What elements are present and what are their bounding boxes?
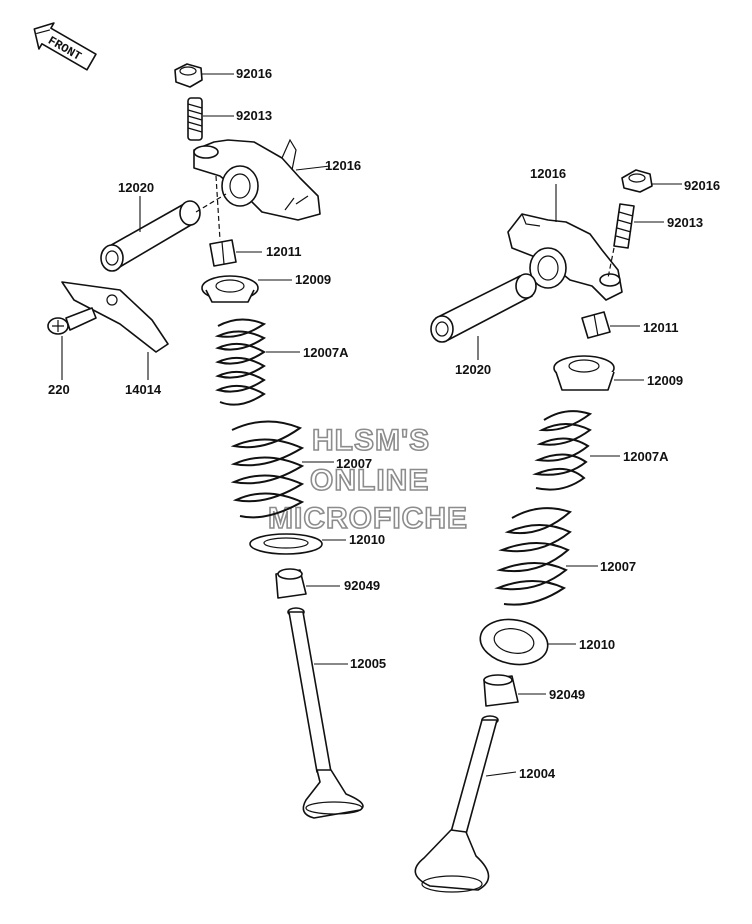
left-nut-92016 xyxy=(174,63,234,88)
right-retainer-12009 xyxy=(553,355,644,391)
right-rocker-shaft-12020 xyxy=(430,273,537,360)
right-spring-seat-12010 xyxy=(479,618,576,666)
left-adjust-screw-92013 xyxy=(187,97,234,141)
left-label-rocker-arm: 12016 xyxy=(325,158,361,173)
left-label-rocker-shaft: 12020 xyxy=(118,180,154,195)
front-arrow-icon: FRONT xyxy=(33,22,97,71)
left-cotter-12011 xyxy=(209,175,262,267)
right-stem-seal-92049 xyxy=(483,674,546,707)
left-rocker-shaft-12020 xyxy=(100,193,227,272)
left-outer-spring-12007 xyxy=(230,420,334,519)
left-label-nut: 92016 xyxy=(236,66,272,81)
left-label-outer-spring: 12007 xyxy=(336,456,372,471)
left-label-retainer: 12009 xyxy=(295,272,331,287)
right-label-cotter: 12011 xyxy=(643,320,678,335)
left-label-adjust-screw: 92013 xyxy=(236,108,272,123)
watermark-line-1: HLSM'S xyxy=(312,424,430,457)
left-label-cotter: 12011 xyxy=(266,244,301,259)
left-valve-12005 xyxy=(287,607,364,819)
left-label-plate: 14014 xyxy=(125,382,162,397)
left-retainer-12009 xyxy=(201,275,292,303)
right-label-nut: 92016 xyxy=(684,178,720,193)
right-nut-92016 xyxy=(621,169,682,193)
right-adjust-screw-92013 xyxy=(607,203,664,279)
left-screw-220 xyxy=(47,307,97,380)
left-label-valve: 12005 xyxy=(350,656,386,671)
left-label-spring-seat: 12010 xyxy=(349,532,385,547)
watermark-line-3: MICROFICHE xyxy=(268,502,468,535)
left-plate-14014 xyxy=(61,281,169,380)
watermark-line-2: ONLINE xyxy=(310,464,429,497)
left-label-inner-spring: 12007A xyxy=(303,345,349,360)
right-label-valve: 12004 xyxy=(519,766,556,781)
right-label-spring-seat: 12010 xyxy=(579,637,615,652)
left-label-stem-seal: 92049 xyxy=(344,578,380,593)
right-label-inner-spring: 12007A xyxy=(623,449,669,464)
right-label-adjust-screw: 92013 xyxy=(667,215,703,230)
right-label-rocker-shaft: 12020 xyxy=(455,362,491,377)
left-rocker-arm-12016 xyxy=(193,138,331,221)
right-label-retainer: 12009 xyxy=(647,373,683,388)
left-spring-seat-12010 xyxy=(249,533,346,555)
right-rocker-arm-12016 xyxy=(507,184,623,301)
right-label-outer-spring: 12007 xyxy=(600,559,636,574)
right-outer-spring-12007 xyxy=(494,507,598,606)
left-stem-seal-92049 xyxy=(275,568,340,599)
right-label-rocker-arm: 12016 xyxy=(530,166,566,181)
right-label-stem-seal: 92049 xyxy=(549,687,585,702)
right-valve-12004 xyxy=(414,715,517,893)
left-label-screw: 220 xyxy=(48,382,70,397)
left-inner-spring-12007A xyxy=(214,318,300,406)
watermark: HLSM'S ONLINE MICROFICHE xyxy=(267,423,468,536)
right-inner-spring-12007A xyxy=(532,410,620,491)
right-cotter-12011 xyxy=(581,311,640,339)
